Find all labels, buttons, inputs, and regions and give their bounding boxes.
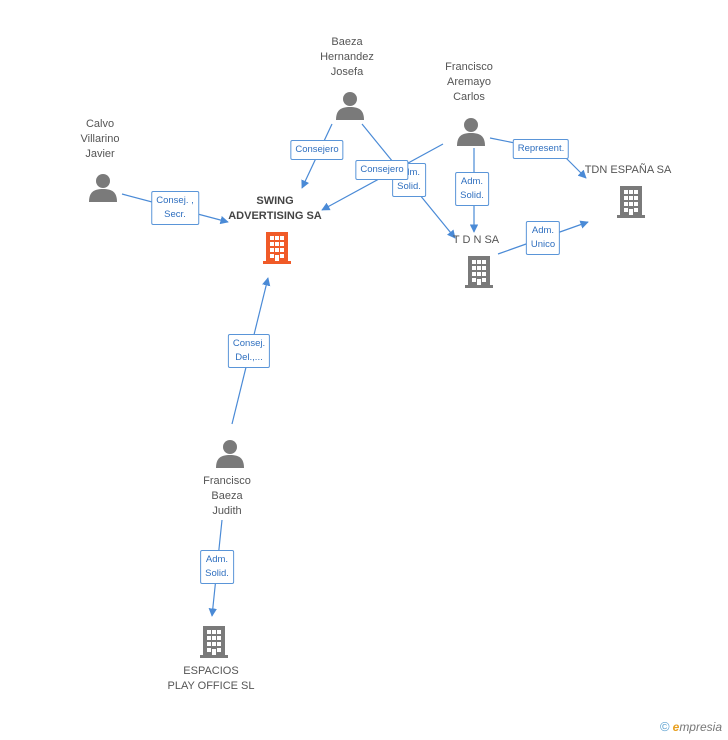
- edge-label-adm-solid-espacios[interactable]: Adm. Solid.: [200, 550, 234, 584]
- person-icon: [216, 440, 244, 468]
- building-icon: [617, 186, 645, 218]
- building-icon: [465, 256, 493, 288]
- empresia-watermark: © empresia: [660, 719, 722, 734]
- node-label-baeza-hernandez-josefa[interactable]: Baeza Hernandez Josefa: [320, 36, 374, 78]
- edge-label-consejero-francisco[interactable]: Consejero: [355, 160, 409, 180]
- node-label-francisco-baeza-judith[interactable]: Francisco Baeza Judith: [203, 475, 251, 517]
- person-icon: [457, 118, 485, 146]
- edge-label-consej-secr[interactable]: Consej. , Secr.: [151, 191, 199, 225]
- node-label-tdn[interactable]: T D N SA: [452, 234, 500, 246]
- copyright-icon: ©: [660, 719, 670, 734]
- edge-label-represent[interactable]: Represent.: [512, 139, 570, 159]
- building-icon: [200, 626, 228, 658]
- edge-label-adm-unico[interactable]: Adm. Unico: [525, 221, 561, 255]
- empresia-logo: empresia: [672, 719, 722, 734]
- edge-label-adm-solid-francisco[interactable]: Adm. Solid.: [455, 172, 489, 206]
- edge-label-consejero-baeza[interactable]: Consejero: [290, 140, 344, 160]
- node-label-swing-advertising[interactable]: SWING ADVERTISING SA: [228, 195, 322, 222]
- node-label-calvo-villarino-javier[interactable]: Calvo Villarino Javier: [80, 118, 120, 160]
- node-label-espacios-play-office[interactable]: ESPACIOS PLAY OFFICE SL: [167, 665, 255, 692]
- node-label-tdn-espana[interactable]: TDN ESPAÑA SA: [584, 164, 672, 176]
- edge-label-adm-solid-baeza[interactable]: Adm. Solid.: [392, 163, 426, 197]
- building-icon: [263, 232, 291, 264]
- edge-label-consej-del[interactable]: Consej. Del.,...: [227, 334, 271, 368]
- person-icon: [336, 92, 364, 120]
- node-label-francisco-aremayo-carlos[interactable]: Francisco Aremayo Carlos: [445, 61, 493, 103]
- person-icon: [89, 174, 117, 202]
